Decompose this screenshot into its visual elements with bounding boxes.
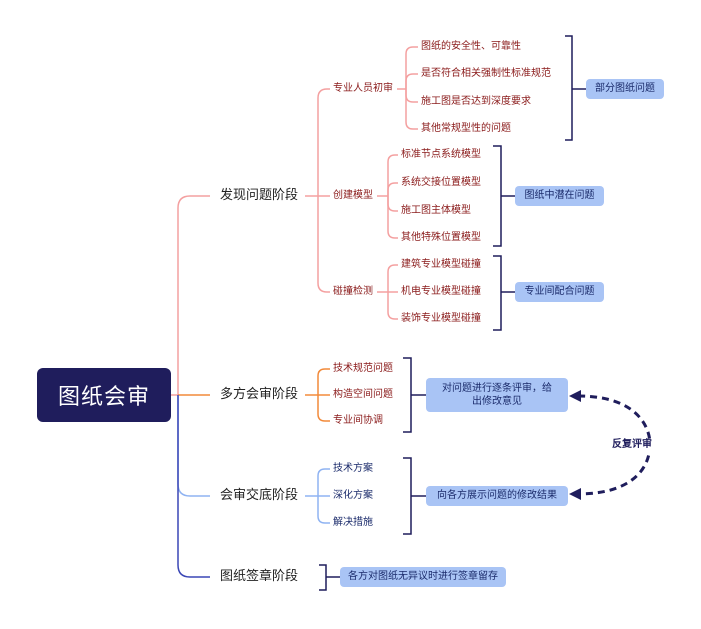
list-item: 建筑专业模型碰撞 — [401, 259, 481, 270]
result-show-modifications: 向各方展示问题的修改结果 — [426, 486, 568, 506]
list-item: 装饰专业模型碰撞 — [401, 313, 481, 324]
list-item: 深化方案 — [333, 490, 373, 501]
group-clash-detection: 碰撞检测 — [333, 286, 373, 297]
stage-signature: 图纸签章阶段 — [220, 569, 299, 584]
root-node: 图纸会审 — [37, 368, 171, 422]
list-item: 其他特殊位置模型 — [401, 232, 481, 243]
list-item: 施工图主体模型 — [401, 205, 471, 216]
result-partial-drawing-issues: 部分图纸问题 — [586, 79, 664, 99]
list-item: 是否符合相关强制性标准规范 — [421, 68, 551, 79]
list-item: 技术规范问题 — [333, 363, 393, 374]
stage-multi-review: 多方会审阶段 — [220, 387, 299, 402]
stage-disclosure: 会审交底阶段 — [220, 488, 299, 503]
result-sign-and-archive: 各方对图纸无异议时进行签章留存 — [340, 567, 506, 587]
group-initial-review: 专业人员初审 — [333, 83, 393, 94]
list-item: 系统交接位置模型 — [401, 177, 481, 188]
list-item: 构造空间问题 — [333, 389, 393, 400]
list-item: 解决措施 — [333, 517, 373, 528]
result-latent-issues: 图纸中潜在问题 — [515, 186, 604, 206]
list-item: 标准节点系统模型 — [401, 149, 481, 160]
result-review-opinions: 对问题进行逐条评审，给出修改意见 — [426, 378, 568, 412]
list-item: 其他常规型性的问题 — [421, 123, 511, 134]
list-item: 技术方案 — [333, 463, 373, 474]
group-create-model: 创建模型 — [333, 190, 373, 201]
result-coordination-issues: 专业间配合问题 — [515, 282, 604, 302]
stage-discover: 发现问题阶段 — [220, 188, 299, 203]
feedback-loop-label: 反复评审 — [612, 439, 652, 451]
list-item: 图纸的安全性、可靠性 — [421, 41, 521, 52]
list-item: 专业间协调 — [333, 415, 383, 426]
list-item: 机电专业模型碰撞 — [401, 286, 481, 297]
list-item: 施工图是否达到深度要求 — [421, 96, 531, 107]
